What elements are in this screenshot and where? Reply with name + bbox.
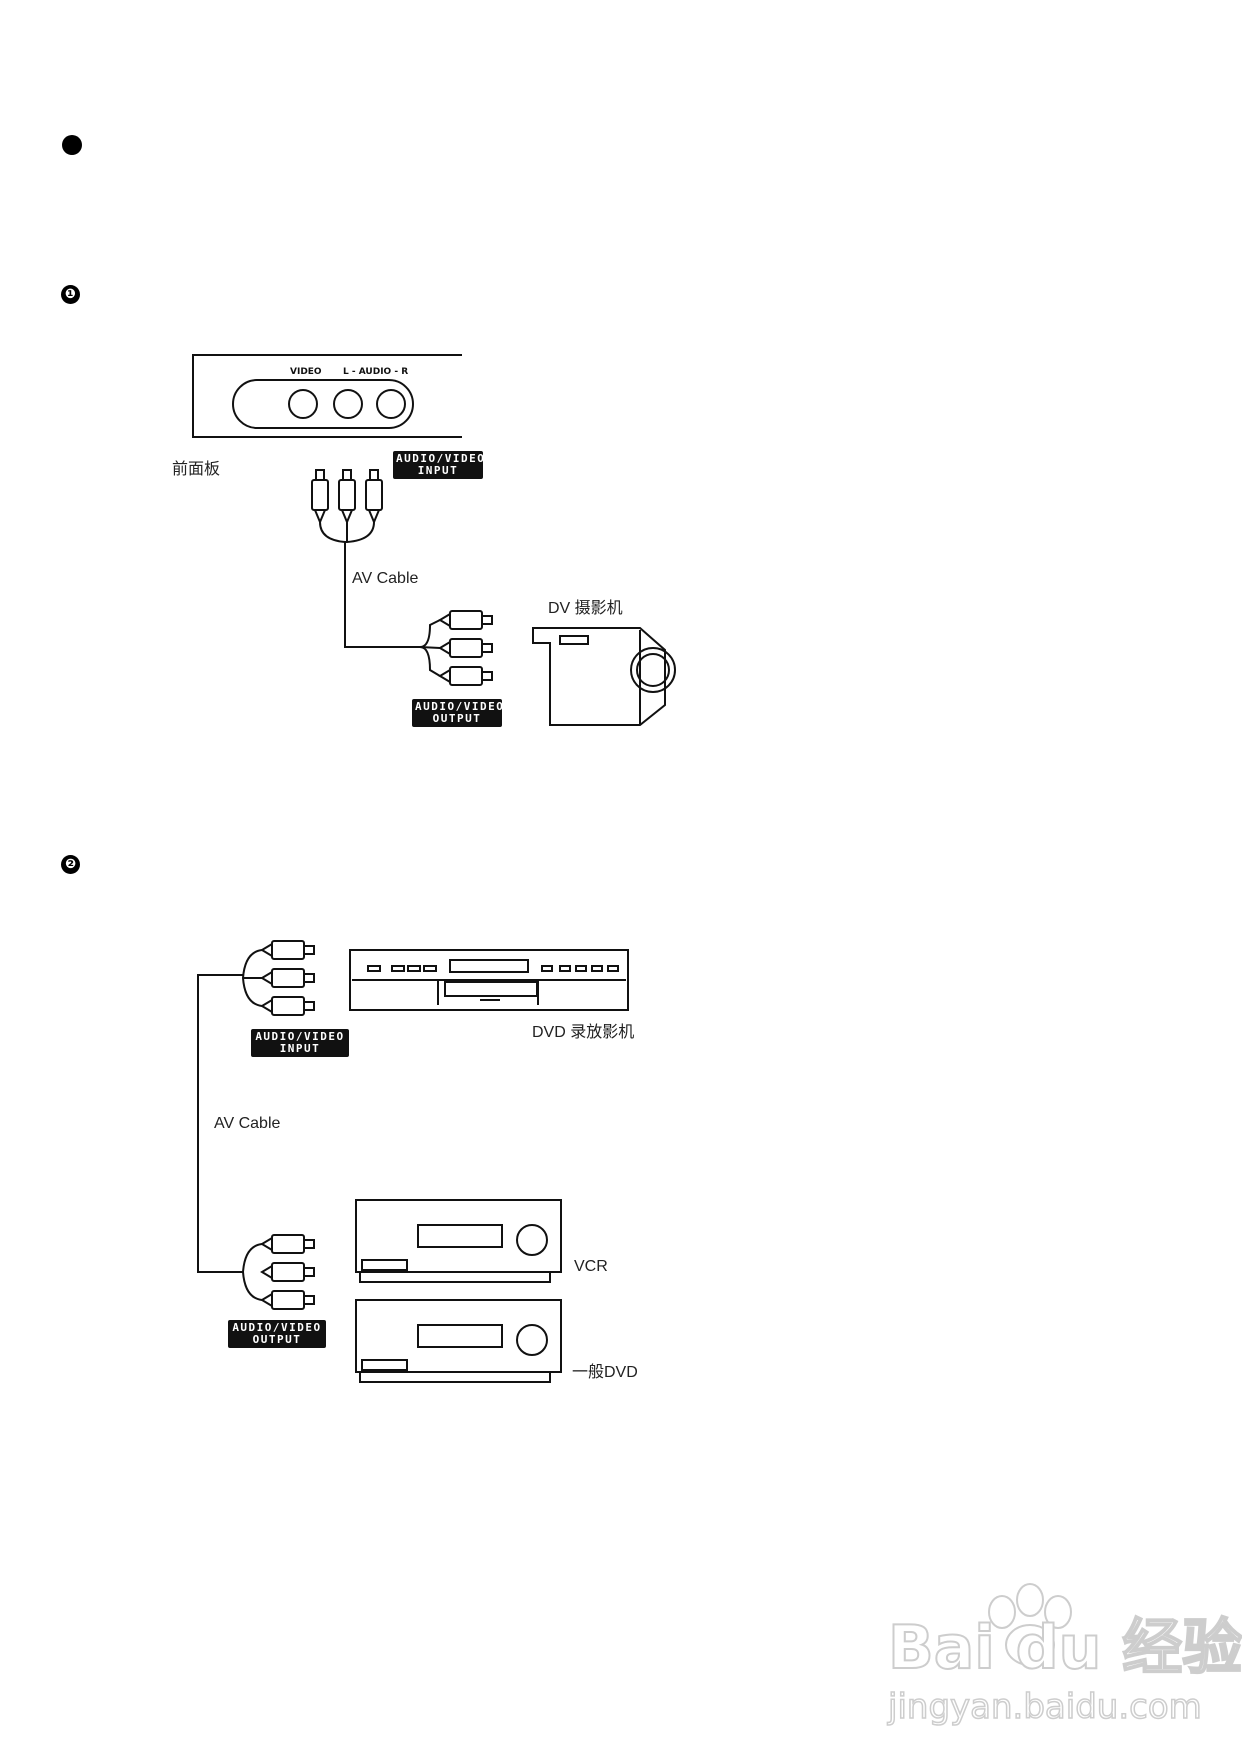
output-tag-2-line1: AUDIO/VIDEO <box>232 1321 322 1334</box>
vcr-output-plugs <box>241 1234 315 1310</box>
dv-camcorder-illustration <box>532 627 676 726</box>
input-tag-1-line2: INPUT <box>417 464 459 477</box>
paw-logo-icon <box>988 1583 1072 1666</box>
input-tag-2-line2: INPUT <box>279 1042 321 1055</box>
output-tag-1: AUDIO/VIDEO OUTPUT <box>412 699 505 727</box>
av-cable-label-1: AV Cable <box>352 570 419 587</box>
dvd-player-illustration <box>355 1299 562 1383</box>
vcr-label: VCR <box>574 1258 608 1275</box>
vcr-illustration <box>355 1199 562 1283</box>
panel-audio-label: L - AUDIO - R <box>343 367 409 377</box>
front-panel-caption: 前面板 <box>172 461 221 478</box>
watermark-url: jingyan.baidu.com <box>887 1687 1202 1727</box>
section-1-marker: ❶ <box>61 285 80 304</box>
input-tag-2-line1: AUDIO/VIDEO <box>255 1030 345 1043</box>
dvd-recorder-input-plugs <box>197 940 315 1273</box>
panel-video-label: VIDEO <box>290 367 322 377</box>
input-tag-1: AUDIO/VIDEO INPUT <box>393 451 486 479</box>
output-tag-1-line2: OUTPUT <box>432 712 482 725</box>
output-tag-2: AUDIO/VIDEO OUTPUT <box>228 1320 326 1348</box>
input-tag-2: AUDIO/VIDEO INPUT <box>251 1029 349 1057</box>
dvd-recorder-label: DVD 录放影机 <box>532 1024 635 1041</box>
input-tag-1-line1: AUDIO/VIDEO <box>396 452 486 465</box>
watermark-brand: Bai du 经验 <box>888 1613 1242 1683</box>
output-tag-2-line2: OUTPUT <box>252 1333 302 1346</box>
dvd-player-label: 一般DVD <box>572 1364 638 1381</box>
section-bullet <box>62 135 82 155</box>
av-cable-label-2: AV Cable <box>214 1115 281 1132</box>
output-plugs-horizontal <box>419 610 493 686</box>
output-tag-1-line1: AUDIO/VIDEO <box>415 700 505 713</box>
tv-front-panel <box>192 354 462 438</box>
camcorder-label: DV 摄影机 <box>548 600 623 617</box>
dvd-recorder-illustration <box>349 949 629 1011</box>
baidu-jingyan-watermark: Bai du 经验 jingyan.baidu.com <box>886 1583 1242 1728</box>
section-2-marker: ❷ <box>61 855 80 874</box>
input-plugs-vertical <box>311 469 420 648</box>
